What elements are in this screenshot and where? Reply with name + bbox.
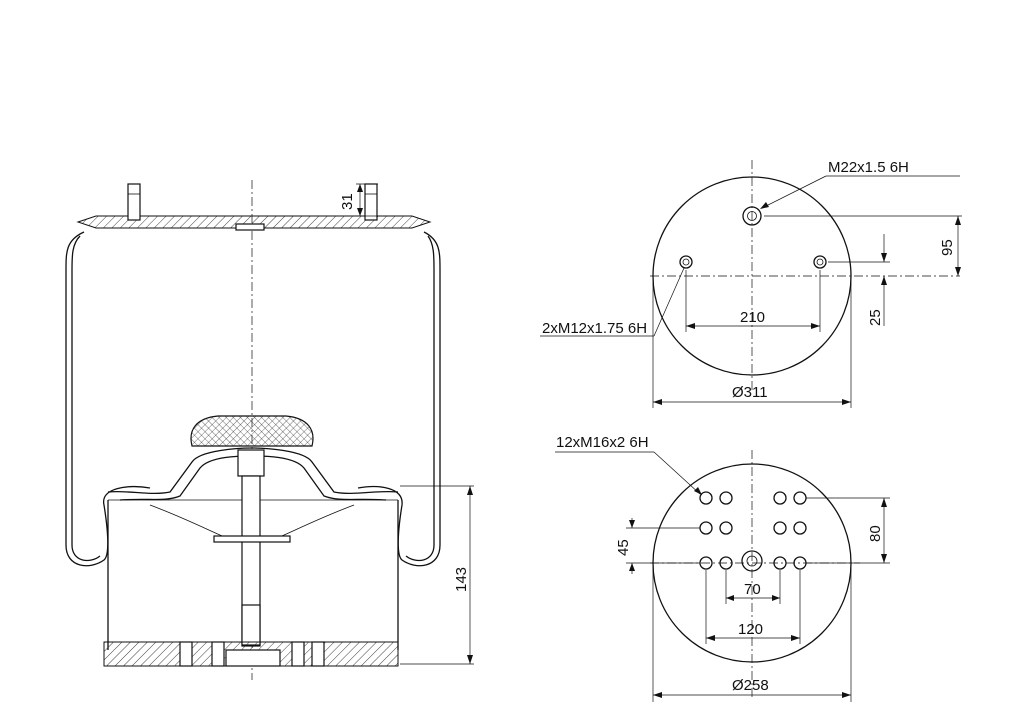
top-stud-left <box>127 183 141 221</box>
bolt-hole <box>773 521 787 535</box>
bolt-hole <box>699 521 713 535</box>
center-bolt-upper <box>237 449 265 477</box>
side-view: 31 143 <box>65 180 474 680</box>
bolt-hole <box>773 556 787 570</box>
dimension-143: 143 <box>400 485 474 665</box>
piston-height-label: 143 <box>453 567 470 592</box>
bolt-hole <box>699 491 713 505</box>
bolt-hole <box>719 556 733 570</box>
dimension-31: 31 <box>339 183 378 217</box>
bolt-hole <box>773 491 787 505</box>
row-spacing-label: 45 <box>615 539 632 556</box>
piston-dome <box>107 447 399 495</box>
stud-height-label: 31 <box>339 193 356 210</box>
bolt-hole <box>793 491 807 505</box>
outer-width-label: 120 <box>738 621 763 638</box>
center-thread-hole <box>742 206 762 226</box>
bolt-hole <box>719 521 733 535</box>
center-thread-label: M22x1.5 6H <box>828 159 909 176</box>
top-plate-center-nut <box>235 223 265 231</box>
bumper <box>190 415 314 447</box>
stud-spacing-label: 210 <box>740 309 765 326</box>
bolt-hole <box>719 491 733 505</box>
side-hole-left <box>679 255 693 269</box>
stud-offset-label: 25 <box>867 309 884 326</box>
side-thread-label: 2xM12x1.75 6H <box>542 320 647 337</box>
top-view: M22x1.5 6H 2xM12x1.75 6H 210 95 25 Ø311 <box>540 159 962 408</box>
top-plate <box>76 215 432 229</box>
bottom-bolt-holes <box>699 491 807 570</box>
bellows-outline-right <box>357 231 441 567</box>
center-offset-label: 95 <box>939 239 956 256</box>
piston-body <box>107 500 399 650</box>
side-hole-right <box>813 255 827 269</box>
outer-spacing-label: 80 <box>867 525 884 542</box>
center-bolt-hole <box>741 550 763 572</box>
bottom-view: 12xM16x2 6H 45 80 70 120 <box>555 434 890 702</box>
bellows-outline <box>65 231 151 567</box>
base-plate <box>103 641 399 667</box>
center-bolt-lower <box>241 604 261 646</box>
top-stud-right <box>364 183 378 221</box>
inner-width-label: 70 <box>744 581 761 598</box>
top-diameter-label: Ø311 <box>732 384 768 401</box>
bolt-hole <box>793 521 807 535</box>
bottom-thread-label: 12xM16x2 6H <box>556 434 649 451</box>
bottom-diameter-label: Ø258 <box>732 677 769 694</box>
